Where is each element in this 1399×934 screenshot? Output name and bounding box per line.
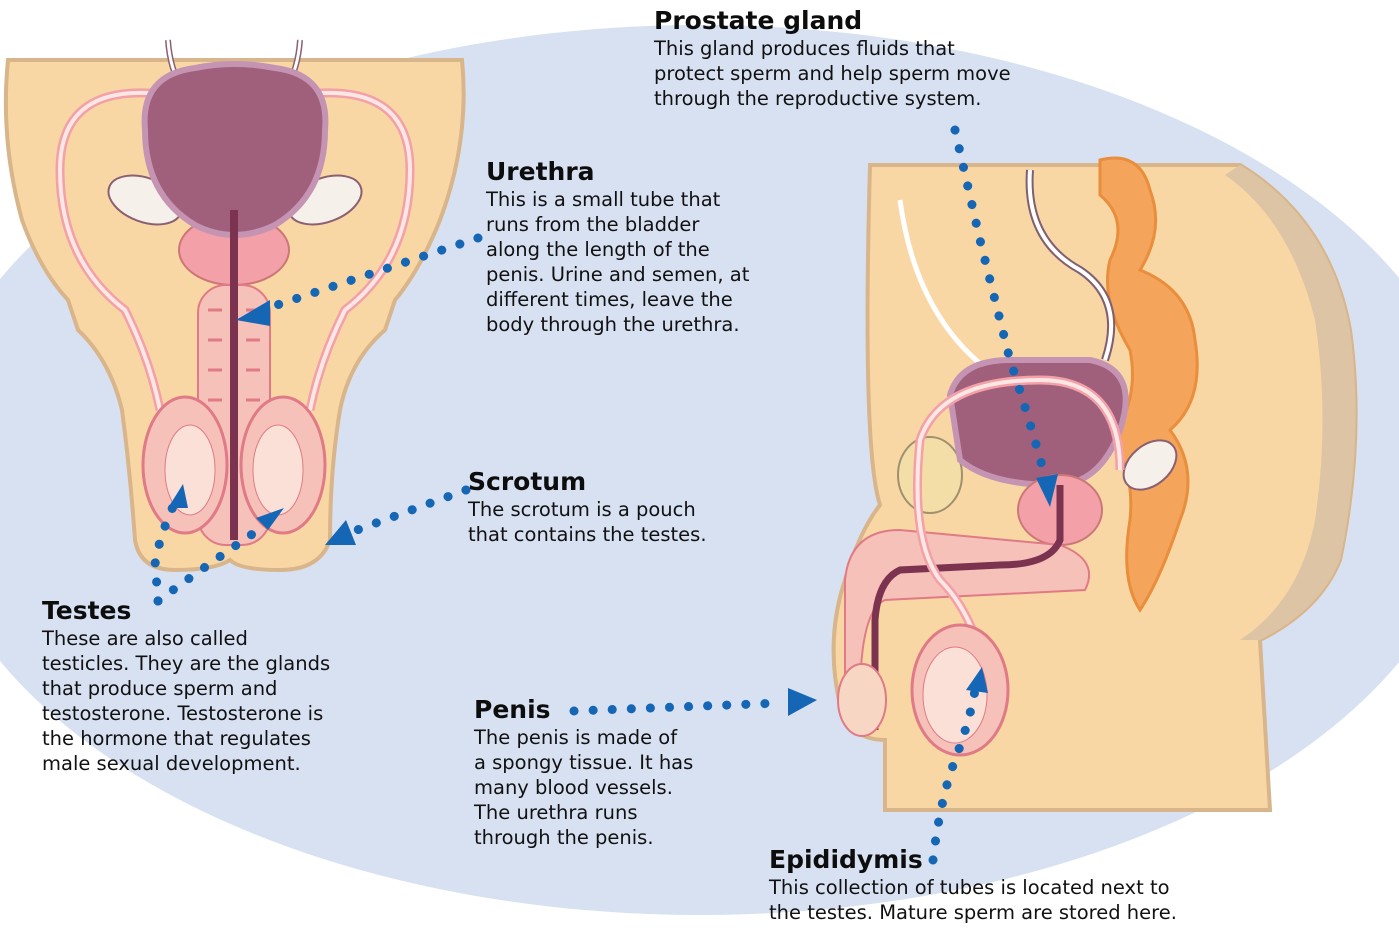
- penis-desc-line: through the penis.: [474, 825, 693, 850]
- urethra-label: Urethra This is a small tube that runs f…: [486, 157, 749, 337]
- scrotum-leader: [338, 490, 466, 537]
- penis-desc-line: a spongy tissue. It has: [474, 750, 693, 775]
- testes-desc-line: the hormone that regulates: [42, 726, 330, 751]
- penis-label: Penis The penis is made of a spongy tiss…: [474, 695, 693, 850]
- front-view-diagram: [6, 40, 464, 570]
- urethra-desc-line: penis. Urine and semen, at: [486, 262, 749, 287]
- prostate-desc-line: protect sperm and help sperm move: [654, 61, 1011, 86]
- testes-desc-line: testicles. They are the glands: [42, 651, 330, 676]
- testes-title: Testes: [42, 596, 330, 626]
- testes-label: Testes These are also called testicles. …: [42, 596, 330, 776]
- scrotum-desc-line: The scrotum is a pouch: [468, 497, 707, 522]
- urethra-title: Urethra: [486, 157, 749, 187]
- prostate-label: Prostate gland This gland produces fluid…: [654, 6, 1011, 111]
- epididymis-label: Epididymis This collection of tubes is l…: [769, 845, 1177, 925]
- urethra-desc-line: body through the urethra.: [486, 312, 749, 337]
- penis-desc-line: The penis is made of: [474, 725, 693, 750]
- penis-arrowhead: [788, 688, 817, 716]
- testes-desc-line: that produce sperm and: [42, 676, 330, 701]
- epididymis-desc-line: the testes. Mature sperm are stored here…: [769, 900, 1177, 925]
- scrotum-title: Scrotum: [468, 467, 707, 497]
- urethra-desc-line: This is a small tube that: [486, 187, 749, 212]
- epididymis-desc-line: This collection of tubes is located next…: [769, 875, 1177, 900]
- testes-desc-line: These are also called: [42, 626, 330, 651]
- testes-desc-line: testosterone. Testosterone is: [42, 701, 330, 726]
- epididymis-title: Epididymis: [769, 845, 1177, 875]
- penis-desc-line: The urethra runs: [474, 800, 693, 825]
- urethra-desc-line: along the length of the: [486, 237, 749, 262]
- penis-desc-line: many blood vessels.: [474, 775, 693, 800]
- urethra-desc-line: different times, leave the: [486, 287, 749, 312]
- testes-desc-line: male sexual development.: [42, 751, 330, 776]
- side-view-diagram: [834, 158, 1356, 810]
- prostate-desc-line: This gland produces fluids that: [654, 36, 1011, 61]
- urethra-desc-line: runs from the bladder: [486, 212, 749, 237]
- prostate-title: Prostate gland: [654, 6, 1011, 36]
- scrotum-label: Scrotum The scrotum is a pouch that cont…: [468, 467, 707, 547]
- penis-title: Penis: [474, 695, 693, 725]
- prostate-desc-line: through the reproductive system.: [654, 86, 1011, 111]
- scrotum-desc-line: that contains the testes.: [468, 522, 707, 547]
